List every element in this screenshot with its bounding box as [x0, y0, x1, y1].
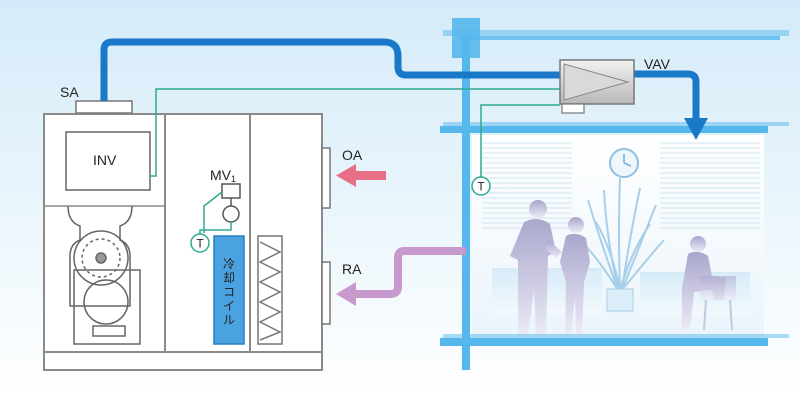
return-air-arrow: [336, 247, 466, 306]
control-wiring: [150, 88, 566, 236]
sensor-label-coil: T: [196, 237, 204, 251]
inv-label: INV: [93, 152, 117, 168]
supply-air-duct-to-room: [634, 70, 700, 120]
clock-icon: [609, 148, 639, 178]
oa-label: OA: [342, 147, 363, 163]
sa-outlet: [75, 100, 133, 114]
building-section: [440, 18, 789, 370]
vav-label: VAV: [644, 56, 671, 72]
heat-exchanger: [257, 235, 283, 345]
coil-char-3: コ: [223, 285, 235, 299]
supply-fan: [67, 205, 141, 345]
window-blinds: [482, 142, 760, 229]
coil-char-4: イ: [223, 299, 235, 313]
coil-char-5: ル: [223, 313, 235, 327]
building-frame: [440, 18, 789, 370]
sensor-label-room: T: [477, 180, 485, 194]
supply-air-duct: [100, 38, 564, 101]
oa-damper: [321, 147, 331, 209]
cooling-coil: [213, 235, 245, 345]
mv-label-main: MV: [210, 167, 232, 183]
mv-label: MV1: [210, 167, 236, 184]
ra-label: RA: [342, 261, 362, 277]
office-workers-silhouette-icon: [510, 200, 736, 336]
coil-char-2: 却: [223, 271, 235, 285]
cooling-coil-label: 冷 却 コ イ ル: [223, 257, 235, 327]
potted-plant-icon: [577, 177, 665, 291]
temperature-sensor-coil: T: [190, 233, 210, 253]
ra-damper: [321, 261, 331, 325]
outdoor-air-arrow: [336, 164, 386, 187]
temperature-sensor-room: T: [471, 176, 491, 196]
supply-air-arrow: [684, 118, 708, 140]
plant-pot: [606, 288, 634, 312]
coil-char-1: 冷: [223, 257, 235, 271]
air-handling-unit: [43, 100, 331, 371]
vav-unit: [559, 59, 635, 114]
inverter-box: [65, 131, 151, 191]
sa-label: SA: [60, 84, 79, 100]
mv-label-subscript: 1: [231, 174, 236, 184]
